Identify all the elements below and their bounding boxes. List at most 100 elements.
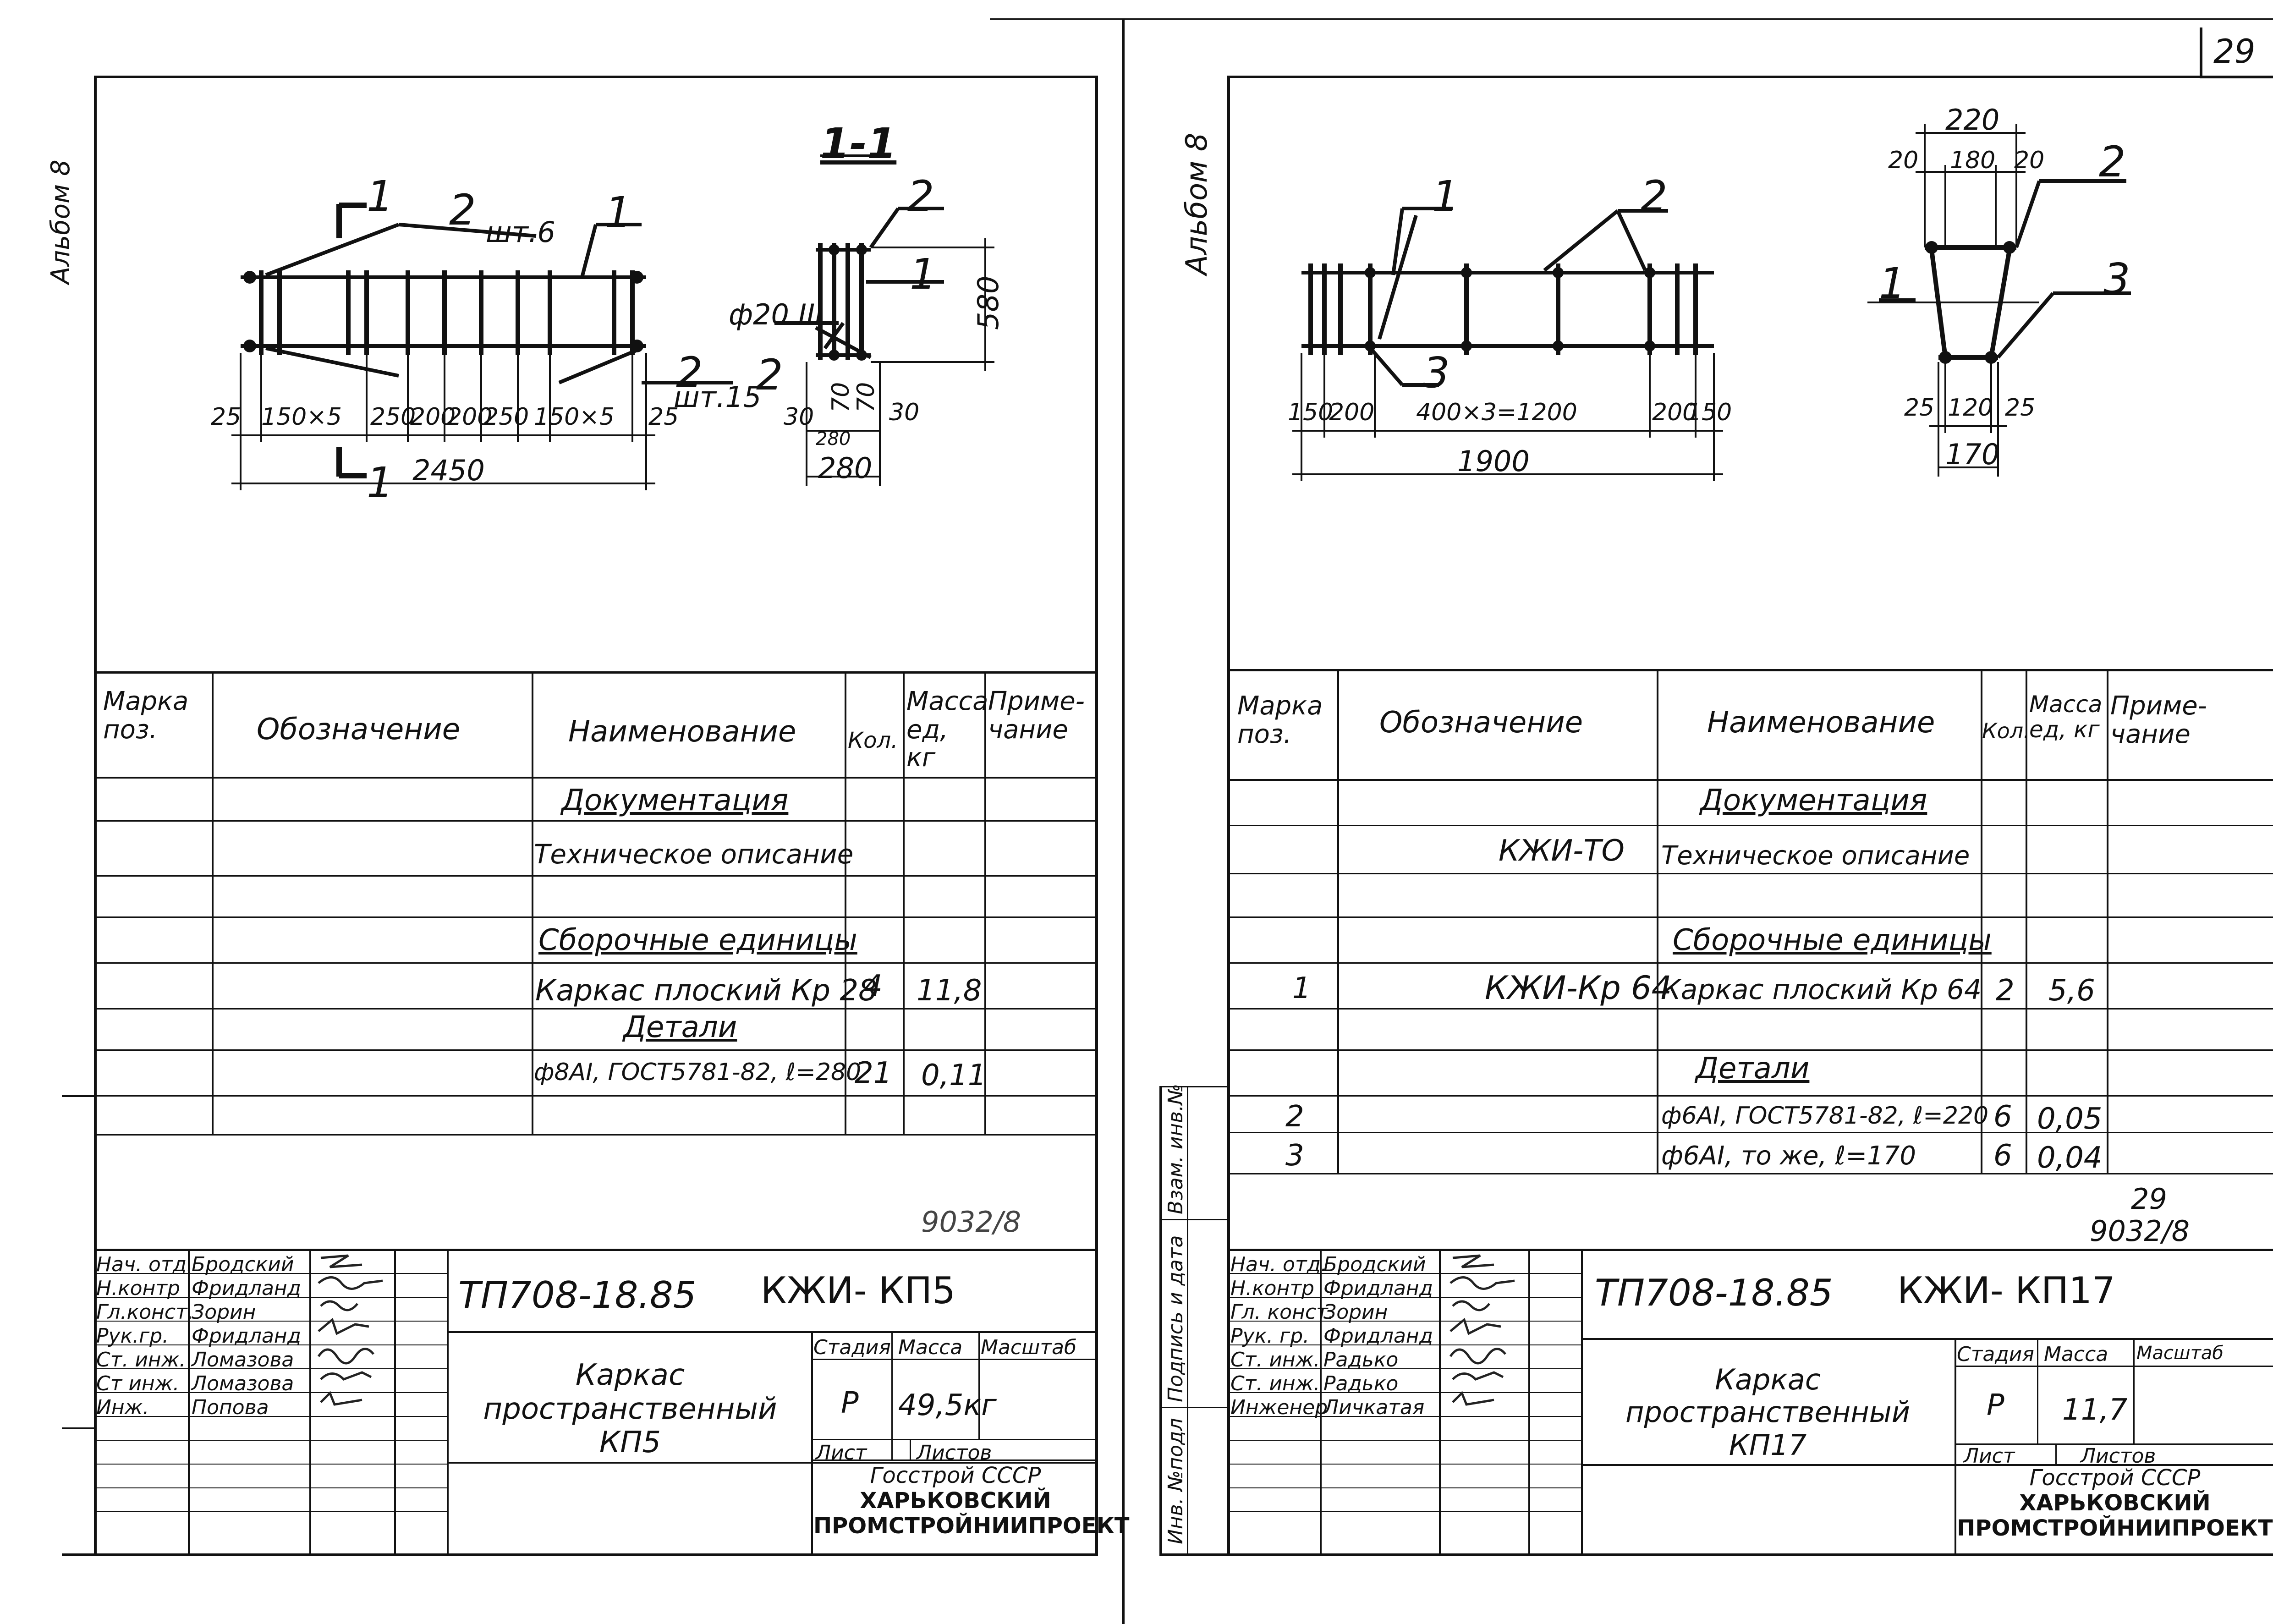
r-row-asm: Сборочные единицы (1673, 923, 1992, 957)
r-role-5: Ст. инж. (1230, 1372, 1320, 1395)
l-row-kr-name: Каркас плоский Кр 28 (535, 974, 877, 1008)
l-h-scale: Масштаб (981, 1336, 1077, 1359)
r-row-3-pos: 3 (1285, 1139, 1304, 1173)
section-mark-bottom: 1 (367, 458, 394, 507)
r-h-mass: Масса (2044, 1343, 2108, 1366)
l-stamp-mark: КЖИ- КП5 (761, 1269, 955, 1312)
l-org-2: ПРОМСТРОЙНИИПРОЕКТ (813, 1513, 1130, 1539)
qty-6: шт.6 (486, 215, 556, 249)
r-sec-pos-2: 2 (2099, 137, 2126, 187)
dim-2: 250 (370, 403, 416, 431)
r-pos-2: 2 (1641, 172, 1668, 221)
sec-dim-1: 70 (827, 382, 855, 412)
dim-0: 25 (211, 403, 242, 431)
r-bot-dim-0: 25 (1904, 394, 1935, 422)
sec-dim-3: 30 (889, 399, 920, 426)
l-th-name: Наименование (568, 715, 796, 749)
dim-7: 25 (648, 403, 679, 431)
l-role-3: Рук.гр. (96, 1324, 169, 1348)
l-name-3: Фридланд (192, 1324, 302, 1348)
r-bot: 170 (1945, 438, 2000, 471)
side-stamp-replace: Взам. инв.№ (1164, 1084, 1187, 1214)
r-th-note: Приме-чание (2110, 691, 2207, 749)
l-sheet-label: Лист (816, 1441, 867, 1465)
r-stamp-code: ТП708-18.85 (1595, 1272, 1833, 1314)
l-org-0: Госстрой СССР (870, 1463, 1041, 1488)
r-h-stage: Стадия (1957, 1343, 2034, 1366)
sec-pos-2: 2 (907, 172, 934, 221)
r-th-mass: Масса ед, кг (2029, 691, 2103, 743)
sec-total: 280 (818, 451, 873, 485)
sec-pos-2b: 2 (756, 351, 783, 400)
pos-2-bottom: 2 (676, 348, 703, 397)
r-row-1-des: КЖИ-Кр 64 (1485, 969, 1672, 1007)
l-role-5: Ст инж. (96, 1372, 180, 1395)
dim-1: 150×5 (261, 403, 342, 431)
r-row-doc: Документация (1700, 784, 1927, 817)
r-pos-3: 3 (1423, 348, 1450, 397)
l-name-4: Ломазова (192, 1348, 294, 1372)
r-row-1-name: Каркас плоский Кр 64 (1661, 974, 1982, 1006)
l-th-mass: Масса ед, кг (906, 686, 988, 773)
section-mark-top: 1 (367, 172, 394, 221)
l-row-doc: Документация (561, 784, 789, 817)
r-name-5: Радько (1323, 1372, 1399, 1395)
l-th-qty: Кол. (848, 728, 898, 753)
r-role-0: Нач. отд. (1230, 1253, 1327, 1276)
r-dim-0: 150 (1288, 399, 1334, 426)
r-pos-1: 1 (1432, 172, 1459, 221)
r-name-6: Личкатая (1323, 1396, 1425, 1419)
r-row-2-name: ф6АI, ГОСТ5781-82, ℓ=220 (1661, 1102, 1989, 1130)
dim-3: 200 (410, 403, 456, 431)
r-row-1-qty: 2 (1996, 974, 2015, 1008)
r-stamp-mark: КЖИ- КП17 (1897, 1269, 2115, 1312)
r-sheet-page: 29 (2131, 1182, 2167, 1216)
sec-height: 580 (972, 275, 1005, 330)
pos-1-top: 1 (605, 188, 632, 237)
l-role-0: Нач. отд. (96, 1253, 193, 1276)
qty-15: шт.15 (674, 380, 762, 414)
r-row-2-mass: 0,05 (2037, 1102, 2103, 1136)
l-th-designation: Обозначение (257, 713, 461, 746)
dim-4: 200 (447, 403, 493, 431)
l-th-mark: Марка поз. (103, 686, 189, 745)
sec-inner: 280 (816, 428, 851, 450)
l-sheet-no: 9032/8 (921, 1205, 1021, 1239)
r-role-2: Гл. конст. (1230, 1300, 1334, 1324)
l-row-tech: Техническое описание (534, 839, 854, 870)
l-row-d8-mass: 0,11 (921, 1059, 987, 1092)
r-sec-pos-1: 1 (1879, 259, 1906, 308)
r-dim-4: 150 (1686, 399, 1732, 426)
l-name-1: Фридланд (192, 1277, 302, 1300)
r-role-3: Рук. гр. (1230, 1324, 1310, 1348)
r-stage: Р (1987, 1388, 2004, 1422)
r-role-4: Ст. инж. (1230, 1348, 1320, 1372)
corner-page-number: 29 (2213, 32, 2256, 71)
l-h-mass: Масса (898, 1336, 963, 1359)
l-name-5: Ломазова (192, 1372, 294, 1395)
r-row-1-mass: 5,6 (2048, 974, 2095, 1008)
l-role-4: Ст. инж. (96, 1348, 186, 1372)
l-role-1: Н.контр (96, 1277, 180, 1300)
pos-2-top: 2 (449, 186, 476, 235)
l-stage: Р (841, 1386, 859, 1420)
r-dim-total: 1900 (1457, 444, 1530, 478)
r-top-dim-0: 20 (1888, 147, 1919, 174)
r-bot-dim-2: 25 (2005, 394, 2036, 422)
l-row-kr-qty: 4 (864, 969, 883, 1003)
r-name-4: Радько (1323, 1348, 1399, 1372)
r-name-3: Фридланд (1323, 1324, 1433, 1348)
r-bot-dim-1: 120 (1948, 394, 1993, 422)
r-top-dim-1: 180 (1950, 147, 1996, 174)
r-row-2-pos: 2 (1285, 1100, 1304, 1134)
r-row-to-des: КЖИ-ТО (1499, 834, 1625, 868)
r-org-1: ХАРЬКОВСКИЙ (2019, 1490, 2211, 1516)
r-row-2-qty: 6 (1993, 1100, 2012, 1134)
side-stamp-inv: Инв. №подл (1164, 1418, 1187, 1544)
r-row-1-pos: 1 (1292, 971, 1311, 1005)
r-row-3-qty: 6 (1993, 1139, 2012, 1173)
l-stamp-title: Каркас пространственный КП5 (483, 1358, 777, 1460)
sec-dim-0: 30 (784, 403, 814, 431)
l-h-stage: Стадия (813, 1336, 891, 1359)
r-th-mark: Марка поз. (1237, 691, 1323, 749)
